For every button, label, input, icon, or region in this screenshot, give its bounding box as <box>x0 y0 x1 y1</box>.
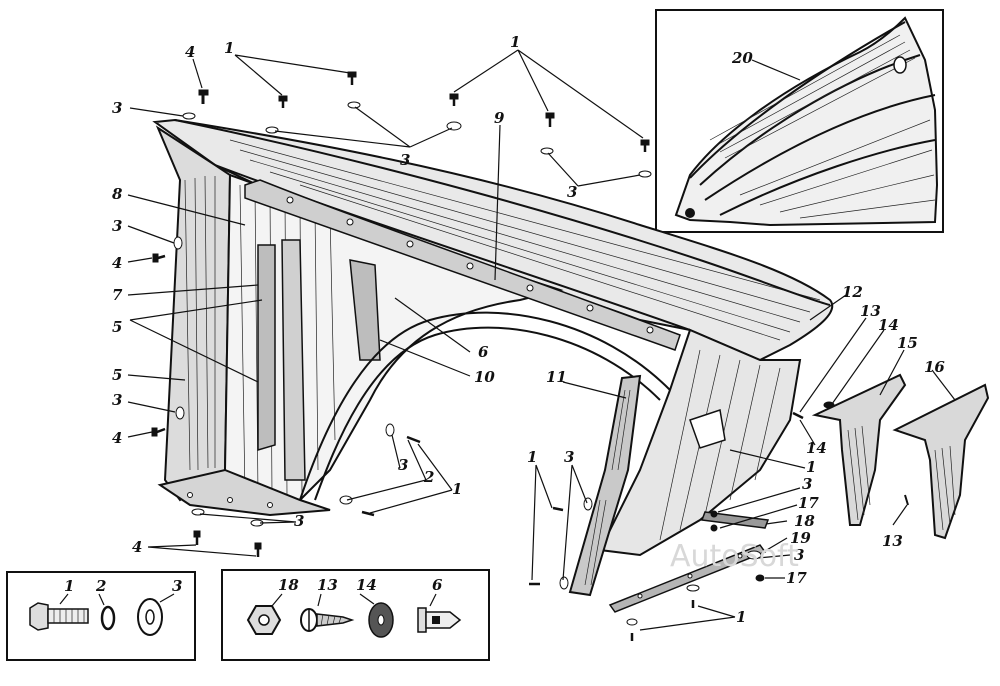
tapping-screw-icon <box>300 608 355 632</box>
callout-c4c: 4 <box>112 429 122 447</box>
callout-c11: 11 <box>546 368 567 386</box>
inset-panel: 20 <box>655 9 944 233</box>
callout-c12: 12 <box>842 283 863 301</box>
callout-c2a: 2 <box>423 468 434 486</box>
callout-c14b: 14 <box>806 439 827 457</box>
callout-c16: 16 <box>924 358 945 376</box>
legend-left-label-2: 2 <box>95 577 106 595</box>
callout-c6a: 6 <box>478 343 489 361</box>
callout-c14a: 14 <box>878 316 899 334</box>
callout-c1e: 1 <box>527 448 537 466</box>
callout-c13a: 13 <box>860 302 881 320</box>
callout-c1a: 1 <box>224 39 234 57</box>
callout-c3i: 3 <box>398 456 408 474</box>
callout-c10: 10 <box>474 368 495 386</box>
main-callouts: 1 1 4 3 3 3 9 8 3 4 7 5 5 3 4 6 10 12 13… <box>112 33 945 626</box>
callout-c5b: 5 <box>112 366 122 384</box>
callout-c3d: 3 <box>112 217 122 235</box>
callout-c1c: 1 <box>806 458 816 476</box>
flat-washer-icon <box>137 598 163 636</box>
callout-c1f: 1 <box>452 480 462 498</box>
legend-right-label-18: 18 <box>278 576 299 594</box>
callout-c5a: 5 <box>112 318 122 336</box>
legend-right-label-6: 6 <box>432 576 443 594</box>
callout-c4b: 4 <box>112 254 122 272</box>
callout-c1d: 1 <box>736 608 746 626</box>
callout-c3c: 3 <box>567 183 577 201</box>
leader-lines <box>127 49 956 631</box>
legend-right: 18 13 14 6 <box>221 569 490 661</box>
watermark: AutoSoft <box>670 539 799 574</box>
legend-right-label-13: 13 <box>317 576 338 594</box>
legend-left: 1 2 3 <box>6 571 196 661</box>
legend-left-label-3: 3 <box>172 577 182 595</box>
legend-right-label-14: 14 <box>356 576 377 594</box>
callout-c4d: 4 <box>132 538 142 556</box>
mounting-strips <box>608 511 770 613</box>
splash-panels <box>811 373 990 540</box>
callout-c8: 8 <box>112 185 123 203</box>
callout-c18a: 18 <box>794 512 815 530</box>
rubber-washer-icon <box>368 602 394 638</box>
callout-c3h: 3 <box>564 448 574 466</box>
clip-nut-icon <box>417 607 462 633</box>
callout-c17a: 17 <box>798 494 819 512</box>
fasteners <box>151 71 909 641</box>
callout-c4a: 4 <box>185 43 195 61</box>
spring-washer-icon <box>100 605 116 631</box>
callout-c3a: 3 <box>112 99 122 117</box>
bolt-icon <box>29 602 89 631</box>
callout-c3j: 3 <box>294 512 304 530</box>
callout-c3g: 3 <box>794 546 804 564</box>
legend-left-label-1: 1 <box>64 577 74 595</box>
callout-c3e: 3 <box>112 391 122 409</box>
callout-c9: 9 <box>494 109 505 127</box>
callout-c7: 7 <box>112 286 123 304</box>
callout-c1b: 1 <box>510 33 520 51</box>
fender-body <box>152 118 834 557</box>
callout-c3f: 3 <box>802 475 812 493</box>
callout-c13b: 13 <box>882 532 903 550</box>
callout-c17b: 17 <box>786 569 807 587</box>
hex-nut-icon <box>246 605 282 635</box>
callout-c19: 19 <box>790 529 811 547</box>
callout-c3b: 3 <box>400 151 410 169</box>
inset-leader <box>751 59 801 81</box>
callout-c15: 15 <box>897 334 918 352</box>
bracket-11 <box>568 374 642 597</box>
inset-callout-20: 20 <box>731 49 753 67</box>
inset-fender-edge-drawing <box>674 16 939 227</box>
